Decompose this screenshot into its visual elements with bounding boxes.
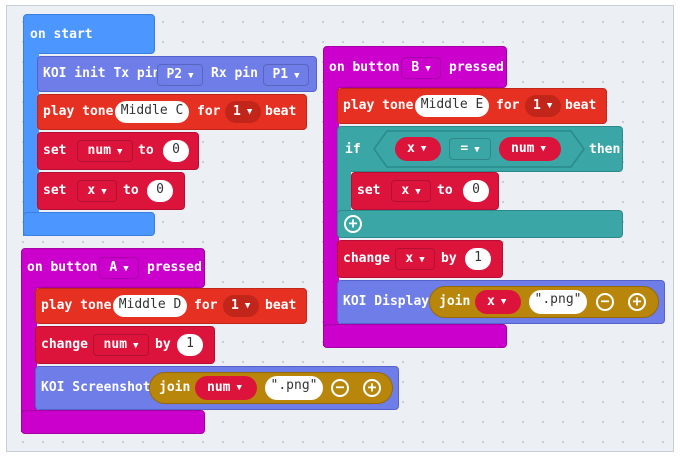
change-label: change — [41, 337, 88, 352]
plus-circle-icon[interactable]: + — [344, 215, 362, 233]
play-tone-label: play tone — [41, 298, 112, 313]
chevron-down-icon: ▼ — [420, 144, 427, 154]
chevron-down-icon: ▼ — [188, 71, 194, 81]
on-start-arm — [23, 46, 39, 236]
pressed-label: pressed — [449, 60, 504, 75]
text-input[interactable]: ".png" — [265, 376, 323, 400]
button-b-dropdown[interactable]: B▼ — [401, 57, 441, 79]
tx-pin-dropdown[interactable]: P2▼ — [157, 64, 203, 86]
chevron-down-icon: ▼ — [425, 64, 431, 74]
rx-pin-label: Rx pin — [211, 66, 258, 81]
var-dropdown-x[interactable]: x▼ — [77, 180, 117, 202]
blocks-workspace[interactable]: on start KOI init Tx pin P2▼ Rx pin P1▼ … — [6, 5, 674, 452]
chevron-down-icon: ▼ — [540, 144, 546, 154]
note-selector[interactable]: Middle C — [115, 101, 189, 123]
on-button-a-foot — [21, 410, 205, 434]
if-label: if — [345, 142, 361, 157]
value-input[interactable]: 0 — [163, 140, 189, 162]
chevron-down-icon: ▼ — [415, 187, 421, 197]
var-dropdown-num[interactable]: num▼ — [77, 140, 133, 162]
beat-dropdown[interactable]: 1▼ — [525, 95, 561, 117]
value-input[interactable]: 0 — [463, 180, 489, 202]
minus-circle-icon[interactable]: − — [596, 293, 614, 311]
if-arm — [337, 166, 351, 214]
chevron-down-icon: ▼ — [133, 341, 139, 351]
koi-init-label: KOI init Tx pin — [43, 66, 161, 81]
set-label: set — [43, 143, 67, 158]
var-reporter-x[interactable]: x▼ — [395, 137, 441, 161]
chevron-down-icon: ▼ — [294, 71, 300, 81]
note-selector[interactable]: Middle D — [113, 295, 187, 317]
plus-circle-icon[interactable]: + — [628, 293, 646, 311]
value-input[interactable]: 1 — [177, 334, 203, 356]
beat-label: beat — [565, 98, 597, 113]
chevron-down-icon: ▼ — [236, 383, 242, 393]
on-start-foot — [23, 212, 155, 236]
chevron-down-icon: ▼ — [500, 297, 507, 307]
pressed-label: pressed — [147, 260, 202, 275]
on-button-b-arm — [323, 82, 339, 346]
beat-dropdown[interactable]: 1▼ — [225, 101, 261, 123]
set-label: set — [43, 183, 67, 198]
on-start-hat[interactable] — [23, 14, 155, 54]
text-input[interactable]: ".png" — [529, 290, 587, 314]
chevron-down-icon: ▼ — [101, 187, 107, 197]
join-label: join — [439, 294, 471, 309]
by-label: by — [155, 337, 171, 352]
play-tone-label: play tone — [43, 104, 114, 119]
on-start-label: on start — [30, 27, 93, 42]
koi-display-label: KOI Display — [343, 294, 430, 309]
value-input[interactable]: 1 — [465, 248, 491, 270]
chevron-down-icon: ▼ — [474, 145, 480, 155]
by-label: by — [441, 251, 457, 266]
beat-label: beat — [265, 298, 297, 313]
var-reporter-num[interactable]: num▼ — [195, 376, 257, 400]
koi-screenshot-label: KOI Screenshot — [41, 380, 151, 395]
chevron-down-icon: ▼ — [244, 301, 251, 311]
to-label: to — [437, 183, 453, 198]
var-dropdown-num[interactable]: num▼ — [93, 334, 149, 356]
change-label: change — [343, 251, 390, 266]
join-label: join — [159, 380, 191, 395]
on-button-label: on button — [329, 60, 400, 75]
then-label: then — [589, 142, 621, 157]
beat-dropdown[interactable]: 1▼ — [223, 295, 259, 317]
chevron-down-icon: ▼ — [546, 101, 553, 111]
chevron-down-icon: ▼ — [246, 107, 253, 117]
chevron-down-icon: ▼ — [117, 147, 123, 157]
on-button-label: on button — [27, 260, 98, 275]
beat-label: beat — [265, 104, 297, 119]
set-label: set — [357, 183, 381, 198]
rx-pin-dropdown[interactable]: P1▼ — [263, 64, 309, 86]
var-reporter-num[interactable]: num▼ — [499, 137, 561, 161]
to-label: to — [138, 143, 154, 158]
value-input[interactable]: 0 — [147, 180, 173, 202]
note-selector[interactable]: Middle E — [415, 95, 489, 117]
button-a-dropdown[interactable]: A▼ — [99, 257, 139, 279]
for-label: for — [197, 104, 221, 119]
var-dropdown-x[interactable]: x▼ — [395, 248, 435, 270]
play-tone-label: play tone — [343, 98, 414, 113]
for-label: for — [194, 298, 218, 313]
chevron-down-icon: ▼ — [123, 264, 129, 274]
on-button-b-foot — [323, 324, 507, 348]
var-reporter-x[interactable]: x▼ — [475, 290, 521, 314]
chevron-down-icon: ▼ — [419, 255, 425, 265]
minus-circle-icon[interactable]: − — [331, 379, 349, 397]
var-dropdown-x[interactable]: x▼ — [391, 180, 431, 202]
to-label: to — [123, 183, 139, 198]
operator-dropdown[interactable]: =▼ — [449, 138, 491, 160]
for-label: for — [496, 98, 520, 113]
if-footer[interactable] — [337, 210, 623, 238]
on-button-a-arm — [21, 282, 37, 432]
plus-circle-icon[interactable]: + — [363, 379, 381, 397]
